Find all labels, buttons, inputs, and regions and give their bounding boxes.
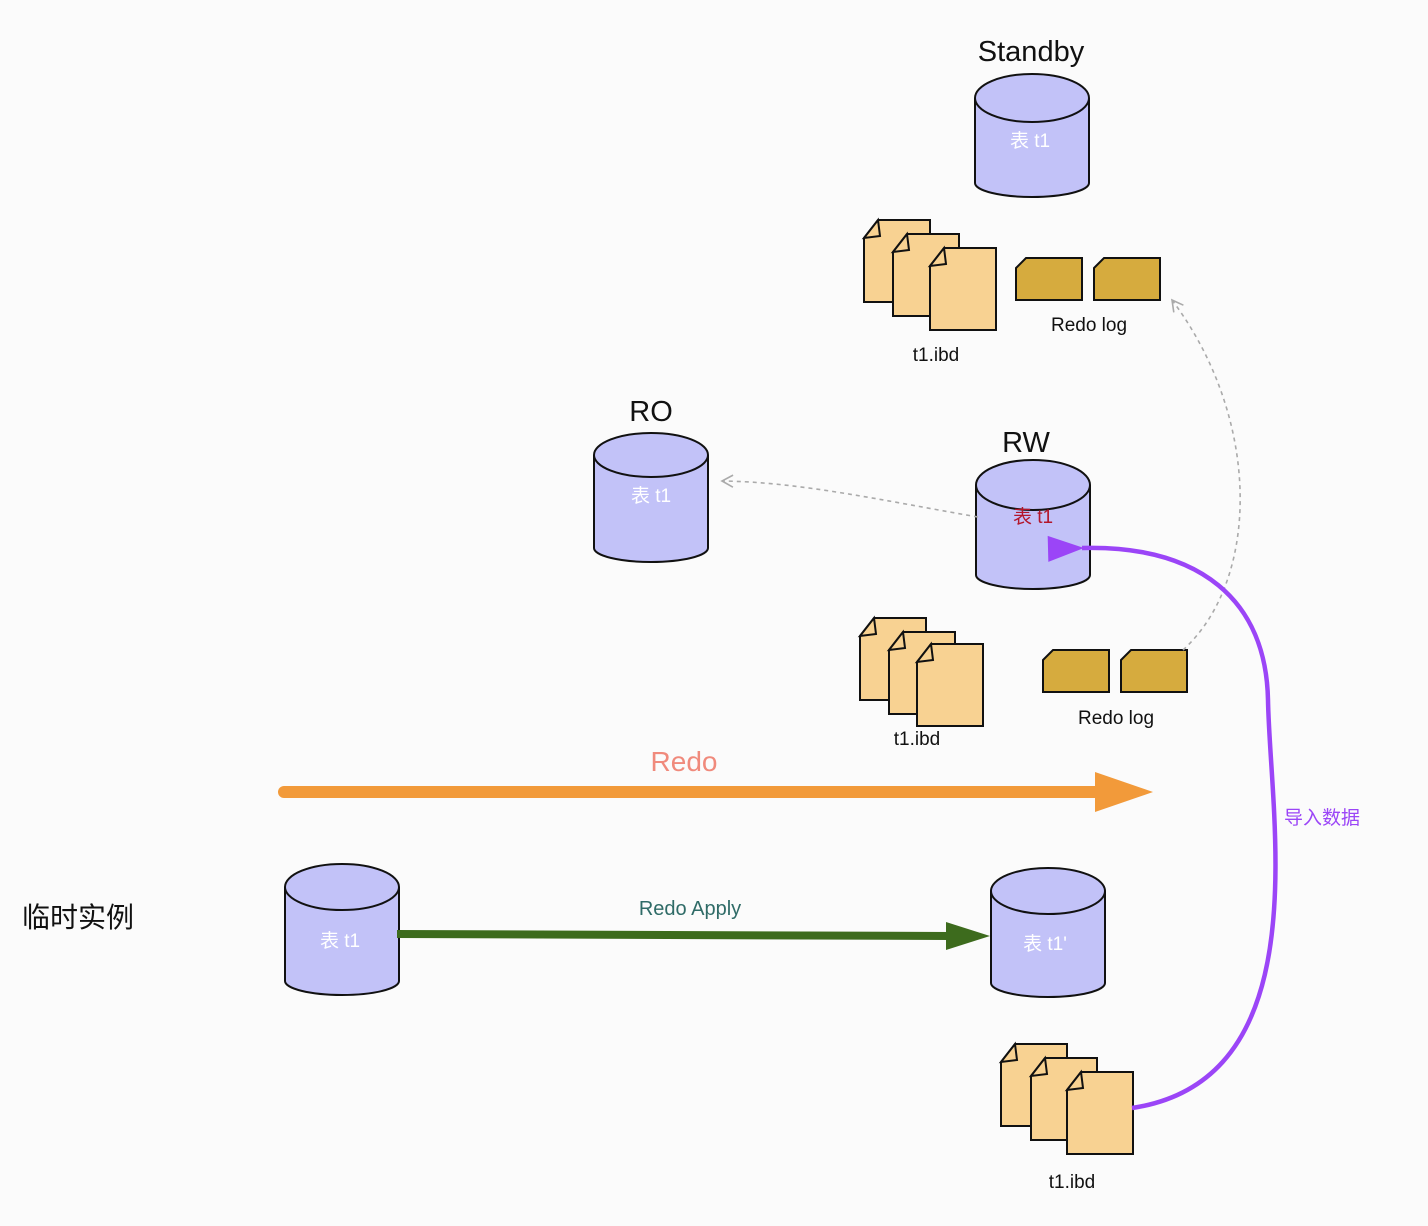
temp-source-cylinder: 表 t1 — [284, 863, 400, 996]
import-data-arrow: 导入数据 — [1047, 535, 1360, 1111]
import-data-label: 导入数据 — [1284, 807, 1360, 829]
redo-apply-label: Redo Apply — [639, 898, 741, 920]
redo-apply-arrow: Redo Apply — [396, 898, 990, 950]
redo-label: Redo — [651, 746, 718, 777]
temp-ibd-files-icon — [998, 1041, 1134, 1155]
rw-table-cylinder: 表 t1 — [975, 459, 1091, 590]
standby-table-cylinder: 表 t1 — [974, 73, 1090, 198]
rw-redo-log-icon — [1042, 649, 1188, 693]
standby-title: Standby — [978, 36, 1085, 68]
temp-file-label: t1.ibd — [1049, 1172, 1095, 1193]
ro-title: RO — [629, 396, 673, 428]
temp-instance-title: 临时实例 — [22, 902, 134, 933]
ro-table-cylinder: 表 t1 — [593, 432, 709, 563]
rw-ibd-files-icon — [857, 615, 984, 727]
standby-table-label: 表 t1 — [1010, 130, 1050, 152]
rw-title: RW — [1002, 427, 1050, 459]
standby-ibd-files-icon — [861, 217, 997, 331]
redo-arrow: Redo — [278, 746, 1153, 812]
rw-log-label: Redo log — [1078, 708, 1154, 729]
standby-node: Standby 表 t1 t1.ibd Redo log — [861, 36, 1161, 366]
rw-to-ro-arrow — [720, 474, 979, 518]
rw-node: RW 表 t1 t1.ibd Redo log — [857, 427, 1188, 750]
temp-instance: 临时实例 表 t1 Redo Apply 表 t1' t1.ibd — [22, 863, 1134, 1193]
temp-target-cylinder: 表 t1' — [990, 867, 1106, 998]
rw-table-label: 表 t1 — [1013, 506, 1053, 528]
standby-file-label: t1.ibd — [913, 345, 959, 366]
temp-source-table-label: 表 t1 — [320, 930, 360, 952]
rw-file-label: t1.ibd — [894, 729, 940, 750]
rw-log-to-standby-log-arrow — [1170, 298, 1241, 651]
ro-node: RO 表 t1 — [593, 396, 709, 563]
standby-redo-log-icon — [1015, 257, 1161, 301]
temp-target-table-label: 表 t1' — [1023, 933, 1067, 955]
standby-log-label: Redo log — [1051, 315, 1127, 336]
ro-table-label: 表 t1 — [631, 485, 671, 507]
